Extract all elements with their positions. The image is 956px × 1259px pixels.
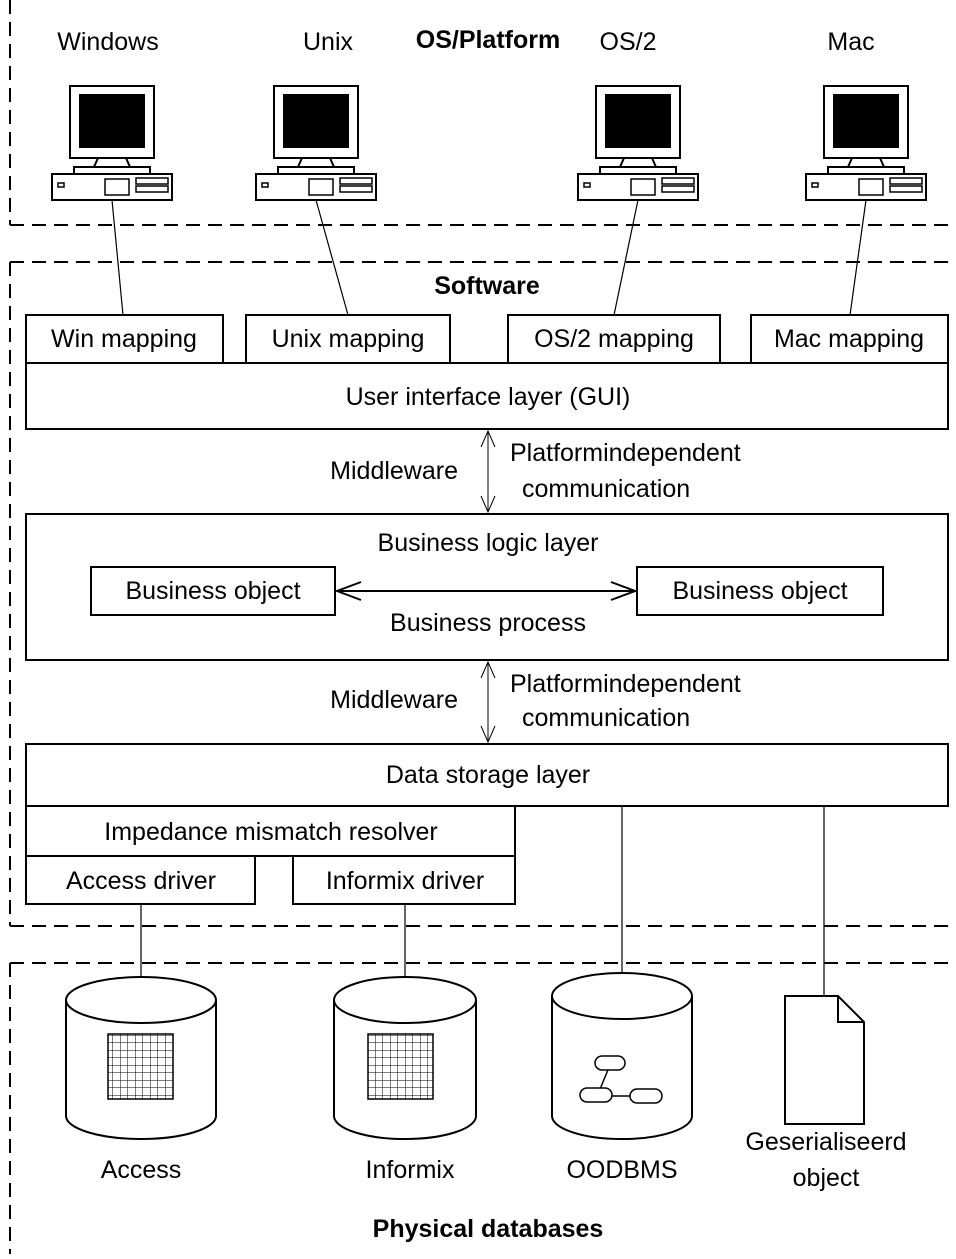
db-label-serialized-line2: object (793, 1164, 860, 1192)
informix-driver-box (292, 855, 516, 905)
business-process-arrow (334, 581, 638, 601)
ui-layer-label: User interface layer (GUI) (346, 383, 631, 411)
business-logic-label: Business logic layer (378, 529, 599, 557)
db-label-oodbms: OODBMS (566, 1156, 677, 1184)
middleware-desc-line1: Platformindependent (510, 670, 741, 698)
computer-icon (255, 85, 377, 201)
unix-mapping-box (245, 314, 451, 364)
platform-label-windows: Windows (57, 28, 158, 56)
middleware-desc-line2: communication (522, 475, 690, 503)
middleware-arrow (480, 429, 496, 514)
software-section: Software Win mapping Unix mapping OS/2 m… (9, 261, 956, 927)
middleware-arrow (480, 660, 496, 744)
os-platform-section: OS/Platform Windows Unix OS/2 Mac (9, 0, 956, 226)
platform-label-unix: Unix (303, 28, 354, 56)
platform-label-mac: Mac (827, 28, 874, 56)
middleware-label: Middleware (330, 686, 458, 714)
business-object-right-box (636, 566, 884, 616)
middleware-desc-line2: communication (522, 704, 690, 732)
business-process-label: Business process (390, 609, 586, 637)
db-label-informix: Informix (366, 1156, 455, 1184)
os-platform-title: OS/Platform (416, 26, 560, 54)
os2-mapping-label: OS/2 mapping (534, 325, 694, 353)
unix-mapping-label: Unix mapping (272, 325, 425, 353)
object-graph-icon (579, 1055, 663, 1104)
software-title: Software (434, 272, 540, 300)
impedance-resolver-box (25, 805, 516, 857)
database-cylinder-icon (333, 976, 477, 1140)
informix-driver-label: Informix driver (326, 867, 484, 895)
database-cylinder-icon (551, 972, 693, 1140)
data-storage-box (25, 743, 949, 807)
table-grid-icon (367, 1033, 434, 1100)
physical-databases-section: Access Informix OODBMS Geseriali (9, 962, 956, 1254)
data-storage-label: Data storage layer (386, 761, 590, 789)
db-label-access: Access (101, 1156, 182, 1184)
platform-label-os2: OS/2 (600, 28, 657, 56)
document-icon (784, 995, 865, 1125)
os2-mapping-box (507, 314, 721, 364)
business-object-left-box (90, 566, 336, 616)
computer-icon (805, 85, 927, 201)
business-object-left-label: Business object (125, 577, 300, 605)
middleware-desc-line1: Platformindependent (510, 439, 741, 467)
computer-icon (51, 85, 173, 201)
computer-icon (577, 85, 699, 201)
ui-layer-box (25, 362, 949, 430)
middleware-label: Middleware (330, 457, 458, 485)
win-mapping-label: Win mapping (51, 325, 197, 353)
db-label-serialized-line1: Geserialiseerd (745, 1128, 906, 1156)
table-grid-icon (107, 1033, 174, 1100)
access-driver-label: Access driver (66, 867, 216, 895)
physical-databases-title: Physical databases (373, 1215, 604, 1243)
mac-mapping-label: Mac mapping (774, 325, 924, 353)
business-object-right-label: Business object (672, 577, 847, 605)
database-cylinder-icon (65, 976, 217, 1140)
platform-connectors (111, 199, 867, 316)
win-mapping-box (25, 314, 224, 364)
impedance-resolver-label: Impedance mismatch resolver (104, 818, 437, 846)
